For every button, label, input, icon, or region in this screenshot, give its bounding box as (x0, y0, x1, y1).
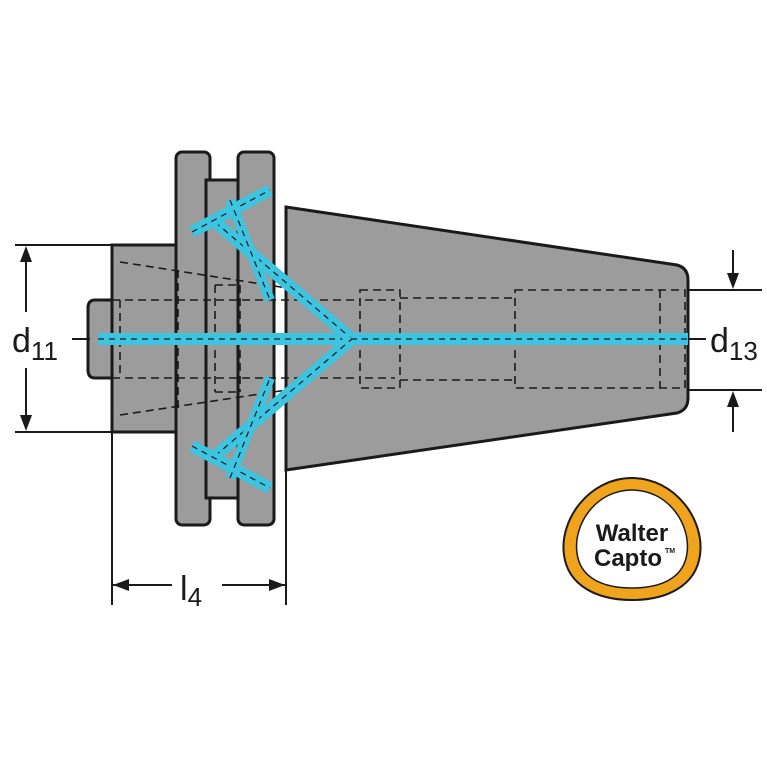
walter-capto-logo: Walter Capto TM (562, 476, 702, 602)
svg-text:d13: d13 (710, 322, 758, 366)
l4-sub: 4 (188, 582, 202, 612)
svg-text:l4: l4 (180, 570, 202, 612)
dimension-d13: d13 (688, 250, 762, 432)
d13-main: d (710, 322, 729, 360)
logo-trademark: TM (665, 548, 675, 555)
dimension-d11: d11 (12, 244, 112, 433)
d11-main: d (12, 322, 31, 360)
dimension-l4: l4 (111, 432, 287, 612)
logo-line2: Capto (594, 545, 662, 572)
d13-sub: 13 (729, 336, 758, 366)
d11-sub: 11 (31, 336, 58, 366)
l4-main: l (180, 570, 188, 608)
coolant-channels (98, 184, 688, 494)
logo-ring-inner (575, 489, 689, 589)
logo-line1: Walter (596, 520, 668, 547)
svg-text:d11: d11 (12, 322, 58, 366)
